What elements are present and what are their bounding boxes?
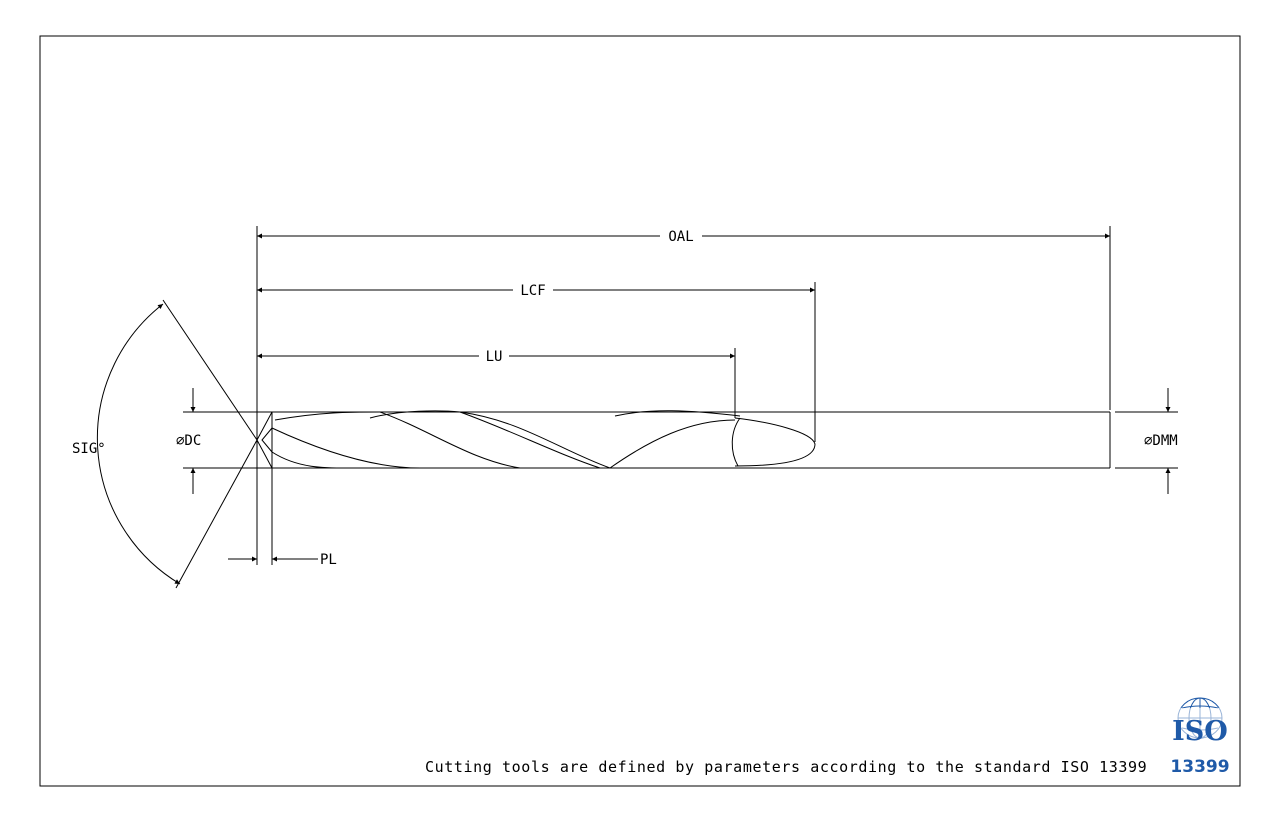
dimension-labels: OAL LCF LU ⌀DC ⌀DMM SIG° PL <box>72 228 1178 568</box>
dmm-label: ⌀DMM <box>1144 433 1178 449</box>
sig-angle-arc <box>96 303 181 585</box>
drawing-frame <box>39 35 1241 787</box>
iso-logo-number: 13399 <box>1170 757 1229 777</box>
dimensions <box>96 226 1178 589</box>
dc-label: ⌀DC <box>176 433 201 449</box>
pl-label: PL <box>320 552 337 568</box>
sig-label: SIG° <box>72 441 106 457</box>
standard-caption: Cutting tools are defined by parameters … <box>425 758 1147 776</box>
drill-body <box>256 410 1111 469</box>
iso-logo: ISO 13399 <box>1168 697 1232 777</box>
lu-label: LU <box>486 349 503 365</box>
iso-logo-word: ISO <box>1172 716 1228 747</box>
lcf-label: LCF <box>520 283 545 299</box>
oal-label: OAL <box>668 229 693 245</box>
